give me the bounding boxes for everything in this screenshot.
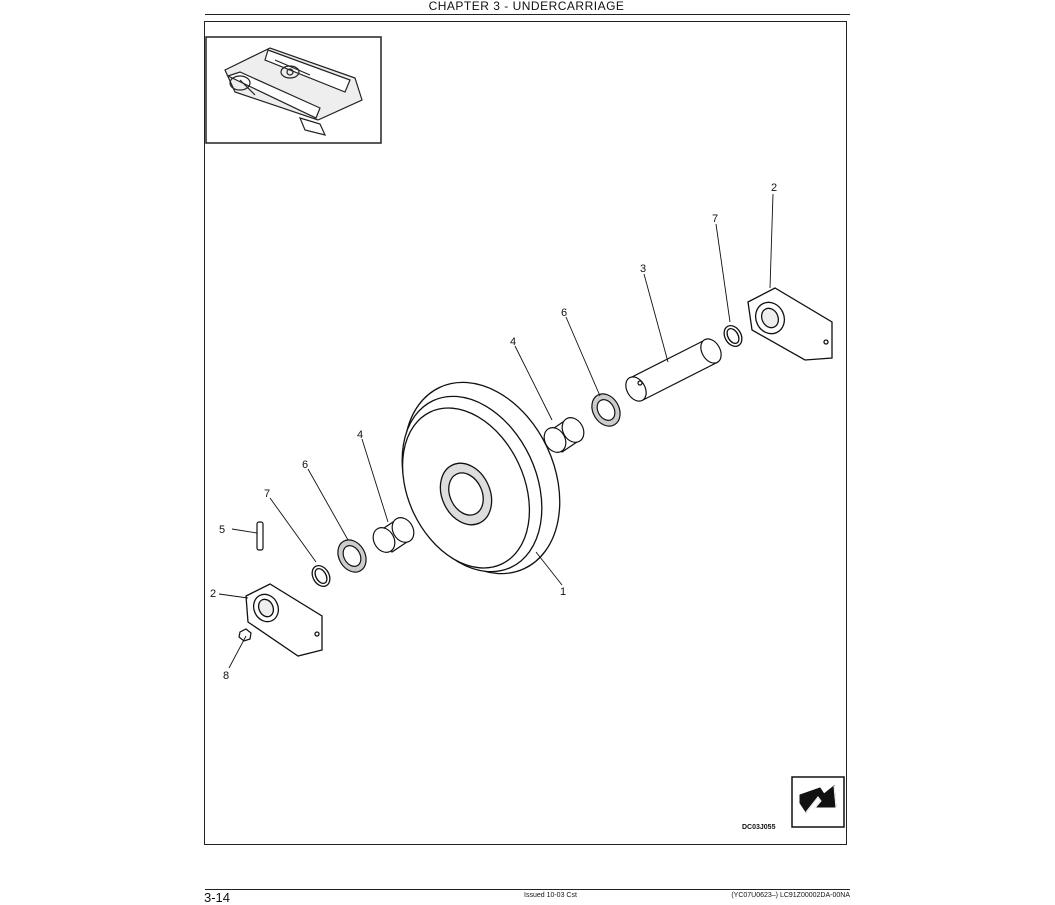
arrow-pointer-icon — [791, 776, 845, 828]
callout-7-left: 7 — [264, 488, 270, 500]
chapter-title: CHAPTER 3 - UNDERCARRIAGE — [428, 0, 625, 13]
machine-locator-inset — [205, 36, 382, 144]
bracket-right — [747, 287, 833, 361]
callout-numbers: 2 7 3 6 4 4 6 7 5 2 8 1 — [210, 182, 777, 682]
callout-6-right: 6 — [561, 307, 567, 319]
shaft — [625, 338, 722, 402]
page-number: 3-14 — [204, 890, 231, 905]
idler-wheel — [401, 381, 561, 575]
callout-4-left: 4 — [357, 429, 363, 441]
seal-right — [591, 393, 621, 427]
o-ring-right — [723, 325, 743, 347]
seal-left — [337, 539, 367, 573]
callout-8: 8 — [223, 670, 229, 682]
header-rule — [205, 14, 850, 15]
callout-1: 1 — [560, 586, 566, 598]
callout-7-right: 7 — [712, 213, 718, 225]
callout-6-left: 6 — [302, 459, 308, 471]
figure-code: DC03J055 — [742, 824, 776, 831]
bushing-right — [543, 417, 585, 453]
bracket-left — [245, 583, 323, 657]
issued-date: Issued 10-03 Cst — [524, 892, 577, 899]
bushing-left — [372, 517, 415, 553]
nut — [238, 628, 252, 642]
pin — [256, 521, 264, 551]
callout-3: 3 — [640, 263, 646, 275]
callout-2-left: 2 — [210, 588, 216, 600]
callout-5: 5 — [219, 524, 225, 536]
callout-2-right: 2 — [771, 182, 777, 194]
leader-lines — [218, 193, 774, 669]
footer-rule — [205, 889, 850, 890]
figure-frame — [204, 21, 847, 845]
document-reference: (YC07U0623–) LC91Z00002DA-00NA — [731, 892, 850, 899]
callout-4-right: 4 — [510, 336, 516, 348]
o-ring-left — [311, 565, 331, 587]
